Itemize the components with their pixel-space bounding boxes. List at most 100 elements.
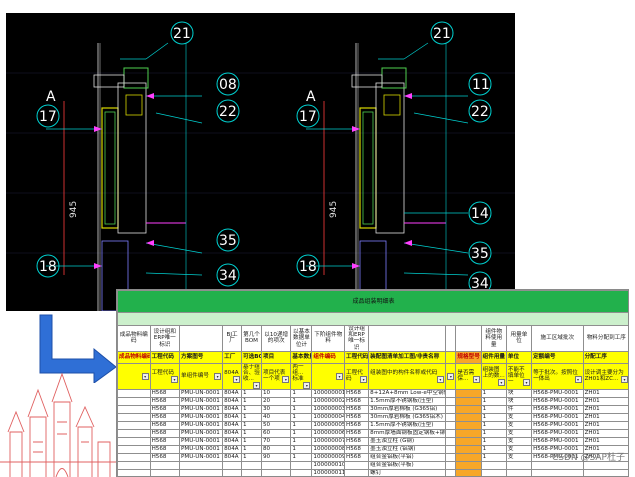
table-cell[interactable]: 1 — [241, 396, 262, 406]
filter-cell[interactable]: ▾ — [117, 362, 151, 390]
table-cell[interactable] — [117, 460, 151, 470]
filter-cell[interactable]: 两一组... 标准▾ — [290, 362, 313, 390]
filter-cell[interactable]: 组装图上的数...▾ — [480, 362, 507, 390]
table-cell[interactable]: 支 — [505, 412, 533, 422]
table-cell[interactable] — [222, 460, 243, 470]
filter-cell[interactable]: 是否需保...▾ — [455, 362, 482, 390]
filter-dropdown-icon[interactable]: ▾ — [282, 375, 290, 383]
header-cell[interactable]: 施工区域批次 — [531, 325, 584, 352]
table-cell[interactable]: ZH01 — [582, 428, 628, 438]
table-cell[interactable] — [444, 468, 457, 476]
table-cell[interactable]: 1 — [480, 452, 507, 462]
table-cell[interactable]: 100000006 — [311, 428, 345, 438]
table-cell[interactable]: 20 — [260, 396, 292, 406]
table-cell[interactable]: 墨玉浊立柱 (铝钢) — [368, 444, 446, 454]
table-cell[interactable]: 804A — [222, 420, 243, 430]
table-cell[interactable]: 1 — [290, 428, 313, 438]
header-cell[interactable]: 工程代码 — [149, 350, 181, 364]
table-cell[interactable]: 支 — [505, 444, 533, 454]
table-cell[interactable]: 1 — [241, 412, 262, 422]
table-cell[interactable] — [531, 468, 584, 476]
table-cell[interactable] — [582, 468, 628, 476]
table-cell[interactable]: 804A — [222, 436, 243, 446]
table-cell[interactable] — [455, 452, 482, 462]
table-cell[interactable]: 1 — [480, 388, 507, 398]
table-cell[interactable]: 1 — [480, 396, 507, 406]
filter-dropdown-icon[interactable]: ▾ — [523, 378, 531, 386]
table-cell[interactable]: 100000003 — [311, 404, 345, 414]
table-cell[interactable]: H568-PMU-0001 — [531, 396, 584, 406]
table-cell[interactable] — [343, 460, 370, 470]
table-cell[interactable] — [455, 436, 482, 446]
filter-cell[interactable]: 工程代码▾ — [343, 362, 370, 390]
table-cell[interactable] — [117, 404, 151, 414]
header-cell[interactable] — [178, 325, 224, 352]
header-cell[interactable]: 项目 — [260, 350, 292, 364]
table-cell[interactable]: 1 — [290, 404, 313, 414]
table-cell[interactable]: ZH01 — [582, 388, 628, 398]
filter-cell[interactable]: 804A▾ — [222, 362, 243, 390]
table-cell[interactable]: 30mm厚岩棉板 (G365铝木) — [368, 412, 446, 422]
table-cell[interactable]: H568 — [149, 436, 181, 446]
table-cell[interactable]: 804A — [222, 452, 243, 462]
table-cell[interactable]: 100000008 — [311, 444, 345, 454]
table-cell[interactable]: 100000002 — [311, 396, 345, 406]
header-cell[interactable]: 组件用量 — [480, 350, 507, 364]
table-cell[interactable] — [260, 460, 292, 470]
table-cell[interactable]: 块 — [505, 388, 533, 398]
table-cell[interactable] — [444, 396, 457, 406]
table-cell[interactable] — [178, 468, 224, 476]
table-cell[interactable]: H568-PMU-0001 — [531, 428, 584, 438]
table-cell[interactable]: 80 — [260, 444, 292, 454]
table-cell[interactable]: PMU-UN-0001 — [178, 452, 224, 462]
header-cell[interactable]: 工厂 — [222, 350, 243, 364]
header-cell[interactable] — [368, 325, 446, 352]
header-cell[interactable] — [455, 325, 482, 352]
header-cell[interactable]: 物料分配到工序 — [582, 325, 628, 352]
table-cell[interactable] — [178, 460, 224, 470]
table-cell[interactable]: 1 — [241, 420, 262, 430]
table-cell[interactable]: 墨玉浊立柱 (G钢) — [368, 436, 446, 446]
table-cell[interactable]: 1 — [290, 420, 313, 430]
table-cell[interactable] — [444, 404, 457, 414]
header-cell[interactable]: 分配工序 — [582, 350, 628, 364]
table-cell[interactable]: 1 — [290, 436, 313, 446]
table-cell[interactable]: 支 — [505, 420, 533, 430]
table-cell[interactable]: 1 — [480, 444, 507, 454]
header-cell[interactable]: 用量单位 — [505, 325, 533, 352]
table-cell[interactable]: 100000005 — [311, 420, 345, 430]
table-cell[interactable] — [117, 388, 151, 398]
table-cell[interactable]: 100000007 — [311, 436, 345, 446]
table-cell[interactable] — [455, 396, 482, 406]
table-cell[interactable]: H568 — [149, 404, 181, 414]
header-cell[interactable]: 可选BOM — [241, 350, 262, 364]
table-cell[interactable]: 100000001 — [311, 388, 345, 398]
table-cell[interactable]: H568 — [343, 412, 370, 422]
table-cell[interactable]: ZH01 — [582, 404, 628, 414]
table-cell[interactable]: H568 — [149, 396, 181, 406]
table-cell[interactable] — [444, 420, 457, 430]
table-cell[interactable]: 1 — [290, 412, 313, 422]
table-cell[interactable]: 804A — [222, 404, 243, 414]
table-cell[interactable]: 1.5mm厚不锈钢板(压型) — [368, 396, 446, 406]
table-cell[interactable]: 804A — [222, 444, 243, 454]
table-cell[interactable]: 支 — [505, 428, 533, 438]
filter-dropdown-icon[interactable]: ▾ — [360, 375, 368, 383]
table-cell[interactable]: 件 — [505, 404, 533, 414]
table-cell[interactable] — [480, 468, 507, 476]
table-cell[interactable]: 1 — [290, 444, 313, 454]
header-cell[interactable]: BJ工厂 — [222, 325, 243, 352]
table-cell[interactable]: 804A — [222, 428, 243, 438]
table-cell[interactable]: PMU-UN-0001 — [178, 412, 224, 422]
table-cell[interactable] — [290, 468, 313, 476]
table-cell[interactable]: H568-PMU-0001 — [531, 412, 584, 422]
header-cell[interactable]: 以10递增的项次 — [260, 325, 292, 352]
filter-cell[interactable]: 等于批次。按照位一体出▾ — [531, 362, 584, 390]
table-cell[interactable]: 60 — [260, 428, 292, 438]
table-cell[interactable]: 支 — [505, 452, 533, 462]
filter-dropdown-icon[interactable]: ▾ — [621, 375, 628, 383]
filter-cell[interactable]: 不能不填单位一▾ — [505, 362, 533, 390]
table-cell[interactable]: H568 — [149, 444, 181, 454]
table-cell[interactable] — [290, 460, 313, 470]
table-cell[interactable]: H568 — [343, 436, 370, 446]
